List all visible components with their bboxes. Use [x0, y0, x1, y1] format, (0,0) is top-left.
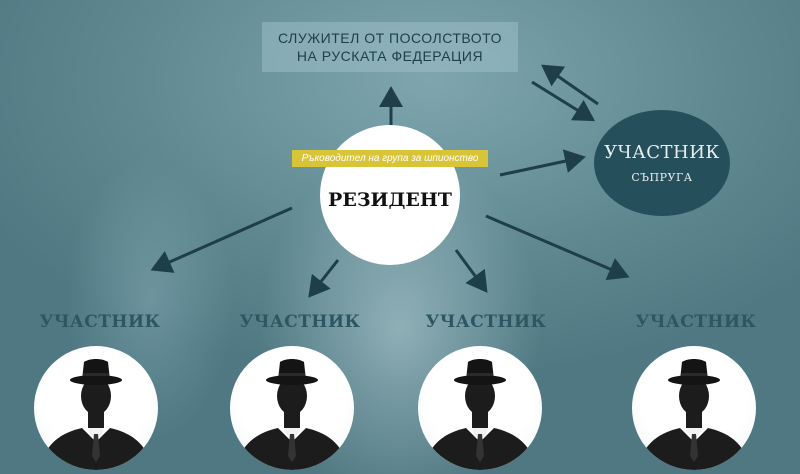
arrow-icon	[485, 214, 630, 281]
embassy-officer-line1: СЛУЖИТЕЛ ОТ ПОСОЛСТВОТО	[278, 30, 502, 46]
resident-role-band: Ръководител на група за шпионство	[292, 150, 488, 167]
participant-avatar-2	[230, 346, 354, 470]
participant-label-2: УЧАСТНИК	[239, 312, 361, 332]
silhouette-icon	[424, 359, 536, 470]
spouse-subtitle: СЪПРУГА	[631, 171, 693, 184]
silhouette-icon	[236, 359, 348, 470]
participant-avatar-4	[632, 346, 756, 470]
resident-circle: РЕЗИДЕНТ	[320, 125, 460, 265]
embassy-officer-line2: НА РУСКАТА ФЕДЕРАЦИЯ	[296, 48, 484, 64]
participant-avatar-1	[34, 346, 158, 470]
resident-label: РЕЗИДЕНТ	[328, 189, 452, 211]
silhouette-icon	[638, 359, 750, 470]
embassy-officer-box: СЛУЖИТЕЛ ОТ ПОСОЛСТВОТО НА РУСКАТА ФЕДЕР…	[262, 22, 518, 72]
arrow-icon	[150, 206, 293, 273]
spouse-title: УЧАСТНИК	[604, 142, 720, 163]
arrow-icon	[531, 80, 596, 122]
arrow-icon	[541, 64, 599, 106]
participant-label-4: УЧАСТНИК	[635, 312, 757, 332]
participant-label-1: УЧАСТНИК	[39, 312, 161, 332]
participant-avatar-3	[418, 346, 542, 470]
participant-label-3: УЧАСТНИК	[425, 312, 547, 332]
arrow-icon	[499, 149, 586, 177]
spouse-circle: УЧАСТНИК СЪПРУГА	[594, 110, 730, 216]
arrow-icon	[454, 249, 488, 293]
silhouette-icon	[40, 359, 152, 470]
arrow-icon	[308, 259, 340, 298]
